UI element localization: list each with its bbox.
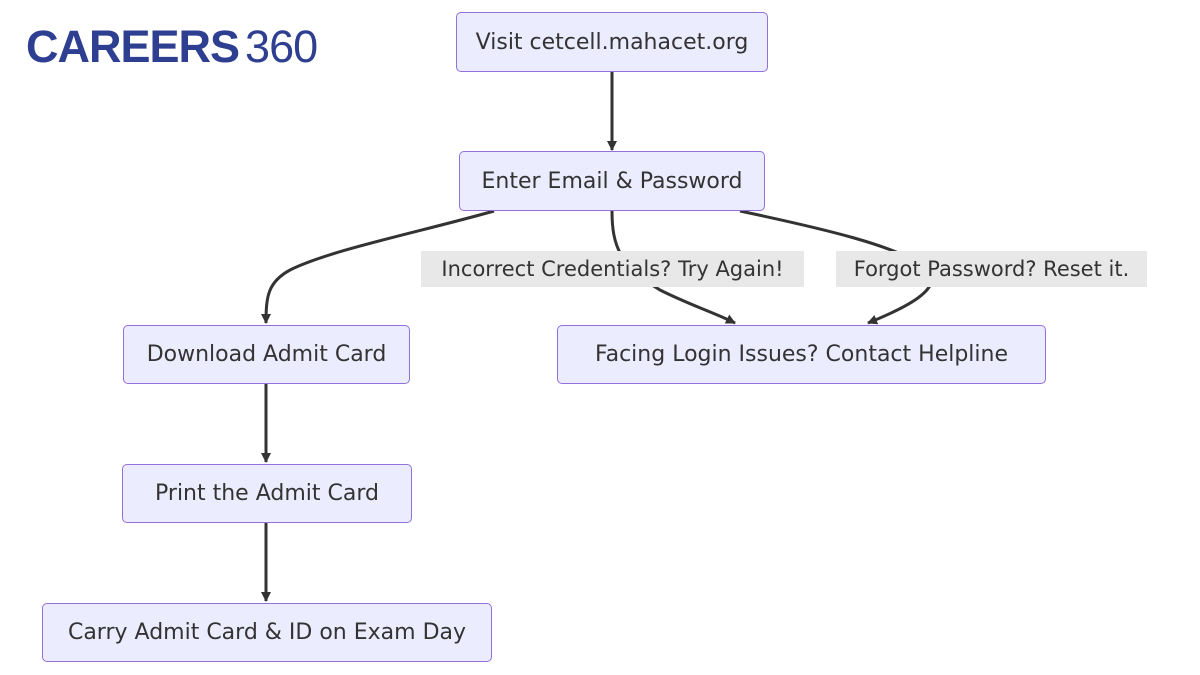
careers360-logo: CAREERS 360 [26, 21, 318, 72]
node-download-admit-card: Download Admit Card [123, 325, 410, 384]
edge-label-incorrect-credentials: Incorrect Credentials? Try Again! [421, 251, 804, 287]
node-enter-credentials: Enter Email & Password [459, 151, 765, 211]
node-print-admit-card: Print the Admit Card [122, 464, 412, 523]
edge-login-to-download [261, 209, 495, 324]
node-visit-website: Visit cetcell.mahacet.org [456, 12, 768, 72]
edge-login-to-helpline-incorrect [610, 210, 736, 325]
node-contact-helpline: Facing Login Issues? Contact Helpline [557, 325, 1046, 384]
edge-label-forgot-password: Forgot Password? Reset it. [836, 251, 1147, 287]
node-carry-admit-card: Carry Admit Card & ID on Exam Day [42, 603, 492, 662]
logo-brand-text: CAREERS [26, 21, 240, 72]
logo-number-text: 360 [245, 21, 318, 72]
